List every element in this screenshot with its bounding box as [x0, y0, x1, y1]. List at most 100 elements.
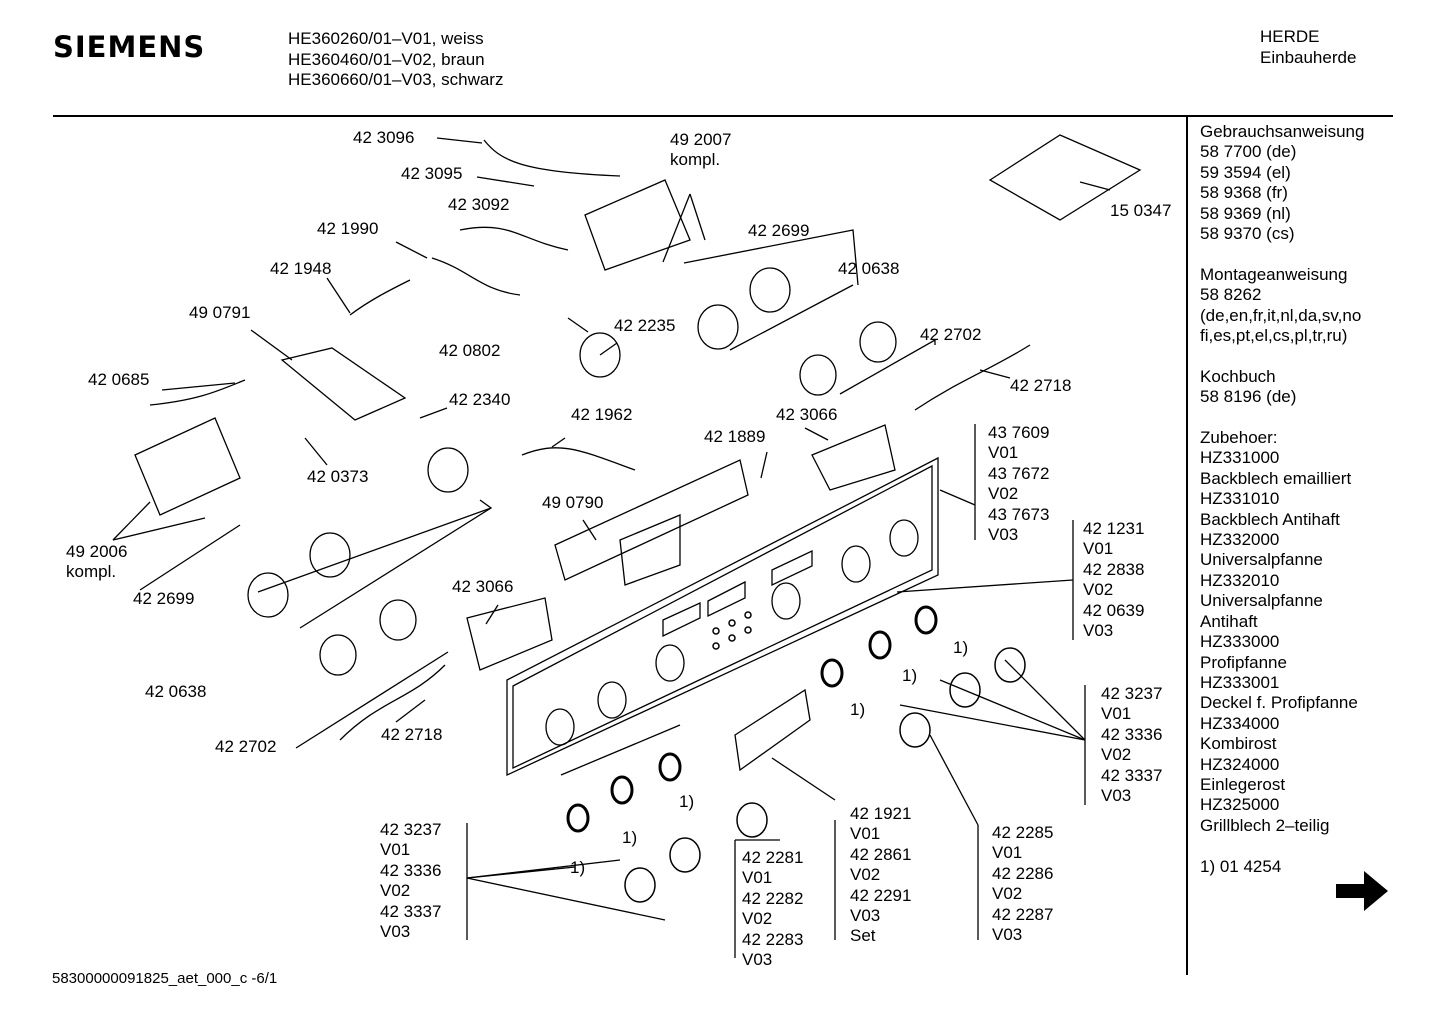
part-label-group: 42 2281 V01 42 2282 V02 42 2283 V03: [742, 848, 803, 970]
sidebar-line: Deckel f. Profipfanne: [1200, 693, 1358, 713]
sidebar-line: 58 7700 (de): [1200, 142, 1297, 162]
sidebar-block-accessories: Zubehoer: HZ331000 Backblech emailliert …: [1200, 428, 1364, 836]
sidebar-line: 58 9369 (nl): [1200, 203, 1291, 223]
part-label-line: 42 3336: [1101, 724, 1163, 744]
part-label: 42 2699: [133, 589, 195, 608]
brand-logo: SIEMENS: [53, 30, 206, 64]
document-id: 58300000091825_aet_000_c -6/1: [52, 970, 278, 987]
sidebar-line: Einlegerost: [1200, 774, 1286, 794]
part-label: 42 1962: [571, 405, 633, 424]
sidebar: Gebrauchsanweisung 58 7700 (de) 59 3594 …: [1200, 122, 1364, 877]
sidebar-line: HZ332000: [1200, 530, 1280, 550]
part-label-line: 49 2006: [66, 542, 128, 561]
part-label: 42 0685: [88, 370, 150, 389]
part-label-line: V02: [742, 909, 773, 929]
part-label: 42 1889: [704, 427, 766, 446]
part-label: 49 2006 kompl.: [66, 542, 127, 583]
part-label-group: 42 3237 V01 42 3336 V02 42 3337 V03: [380, 820, 441, 942]
sidebar-line: Kombirost: [1200, 734, 1277, 754]
part-label-line: 42 2283: [742, 929, 804, 949]
footnote-marker: 1): [902, 666, 918, 685]
sidebar-block-footnote: 1) 01 4254: [1200, 857, 1364, 877]
part-label: 42 3095: [401, 164, 463, 183]
sidebar-line: HZ332010: [1200, 570, 1280, 590]
category: HERDE Einbauherde: [1260, 26, 1356, 68]
sidebar-line: HZ324000: [1200, 754, 1280, 774]
sidebar-line: (de,en,fr,it,nl,da,sv,no: [1200, 305, 1362, 325]
category-line: HERDE: [1260, 27, 1320, 46]
part-label-group: 42 3237 V01 42 3336 V02 42 3337 V03: [1101, 684, 1162, 806]
part-label-line: V03: [992, 925, 1023, 945]
sidebar-line: Grillblech 2–teilig: [1200, 815, 1330, 835]
part-label: 42 2718: [1010, 376, 1072, 395]
sidebar-line: 58 9370 (cs): [1200, 224, 1295, 244]
part-label-line: 42 1921: [850, 804, 912, 823]
part-label-line: 42 3237: [380, 820, 442, 839]
part-label-group: 42 2285 V01 42 2286 V02 42 2287 V03: [992, 823, 1053, 945]
part-label: 49 2007 kompl.: [670, 130, 731, 171]
sidebar-line: Universalpfanne: [1200, 550, 1323, 570]
footnote-marker: 1): [622, 828, 638, 847]
part-label-line: V01: [380, 840, 411, 860]
sidebar-line: Backblech Antihaft: [1200, 509, 1340, 529]
footnote-marker: 1): [570, 858, 586, 877]
part-label-line: V03: [380, 922, 411, 942]
part-label-line: V02: [992, 884, 1023, 904]
sidebar-line: Antihaft: [1200, 611, 1258, 631]
part-label-line: V03: [1101, 786, 1132, 806]
part-label-line: 42 2281: [742, 848, 804, 867]
part-label-line: 42 1231: [1083, 519, 1145, 538]
part-label: 42 0638: [145, 682, 207, 701]
part-label: 42 3066: [776, 405, 838, 424]
footnote-marker: 1): [953, 638, 969, 657]
footnote-marker: 1): [850, 700, 866, 719]
model-line: HE360260/01–V01, weiss: [288, 29, 484, 48]
part-label-line: 42 0639: [1083, 600, 1145, 620]
part-label-line: V02: [988, 484, 1019, 504]
part-label-line: 42 3336: [380, 860, 442, 880]
sidebar-line: HZ334000: [1200, 713, 1280, 733]
part-label-line: V01: [1083, 539, 1114, 559]
part-label: 42 0638: [838, 259, 900, 278]
part-label-line: kompl.: [66, 562, 117, 582]
part-label-line: 42 3337: [380, 901, 442, 921]
part-label-line: V03: [1083, 621, 1114, 641]
model-list: HE360260/01–V01, weiss HE360460/01–V02, …: [288, 29, 503, 91]
part-label-line: 43 7673: [988, 504, 1050, 524]
category-line: Einbauherde: [1260, 48, 1357, 67]
part-label: 42 0802: [439, 341, 501, 360]
part-label: 42 0373: [307, 467, 369, 486]
right-arrow-icon[interactable]: [1334, 868, 1390, 914]
part-label-line: V03: [850, 906, 881, 926]
part-label-line: 42 2282: [742, 888, 804, 908]
part-label-line: V01: [742, 868, 773, 888]
sidebar-block-manual: Gebrauchsanweisung 58 7700 (de) 59 3594 …: [1200, 122, 1364, 244]
sidebar-line: HZ331010: [1200, 489, 1280, 509]
sidebar-line: 1) 01 4254: [1200, 856, 1282, 876]
part-label: 42 2699: [748, 221, 810, 240]
sidebar-line: Gebrauchsanweisung: [1200, 122, 1365, 141]
part-label-line: V02: [1083, 580, 1114, 600]
model-line: HE360660/01–V03, schwarz: [288, 70, 504, 89]
part-label: 42 2340: [449, 390, 511, 409]
part-label-group: 43 7609 V01 43 7672 V02 43 7673 V03: [988, 423, 1049, 545]
part-label-line: V02: [380, 881, 411, 901]
part-label: 42 1990: [317, 219, 379, 238]
sidebar-line: HZ333000: [1200, 632, 1280, 652]
part-label: 42 3092: [448, 195, 510, 214]
part-label-line: Set: [850, 926, 876, 946]
sidebar-line: HZ325000: [1200, 795, 1280, 815]
part-label-line: 42 3237: [1101, 684, 1163, 703]
sidebar-line: Montageanweisung: [1200, 264, 1348, 284]
part-label-line: V01: [988, 443, 1019, 463]
part-label-line: V01: [992, 843, 1023, 863]
part-label: 42 2235: [614, 316, 676, 335]
part-label-line: V03: [742, 950, 773, 970]
part-label: 49 0790: [542, 493, 604, 512]
part-label: 42 2718: [381, 725, 443, 744]
part-label-line: 42 2286: [992, 863, 1054, 883]
sidebar-line: Zubehoer:: [1200, 428, 1278, 448]
sidebar-block-cookbook: Kochbuch 58 8196 (de): [1200, 367, 1364, 408]
part-label-line: V03: [988, 525, 1019, 545]
part-label: 42 2702: [215, 737, 277, 756]
